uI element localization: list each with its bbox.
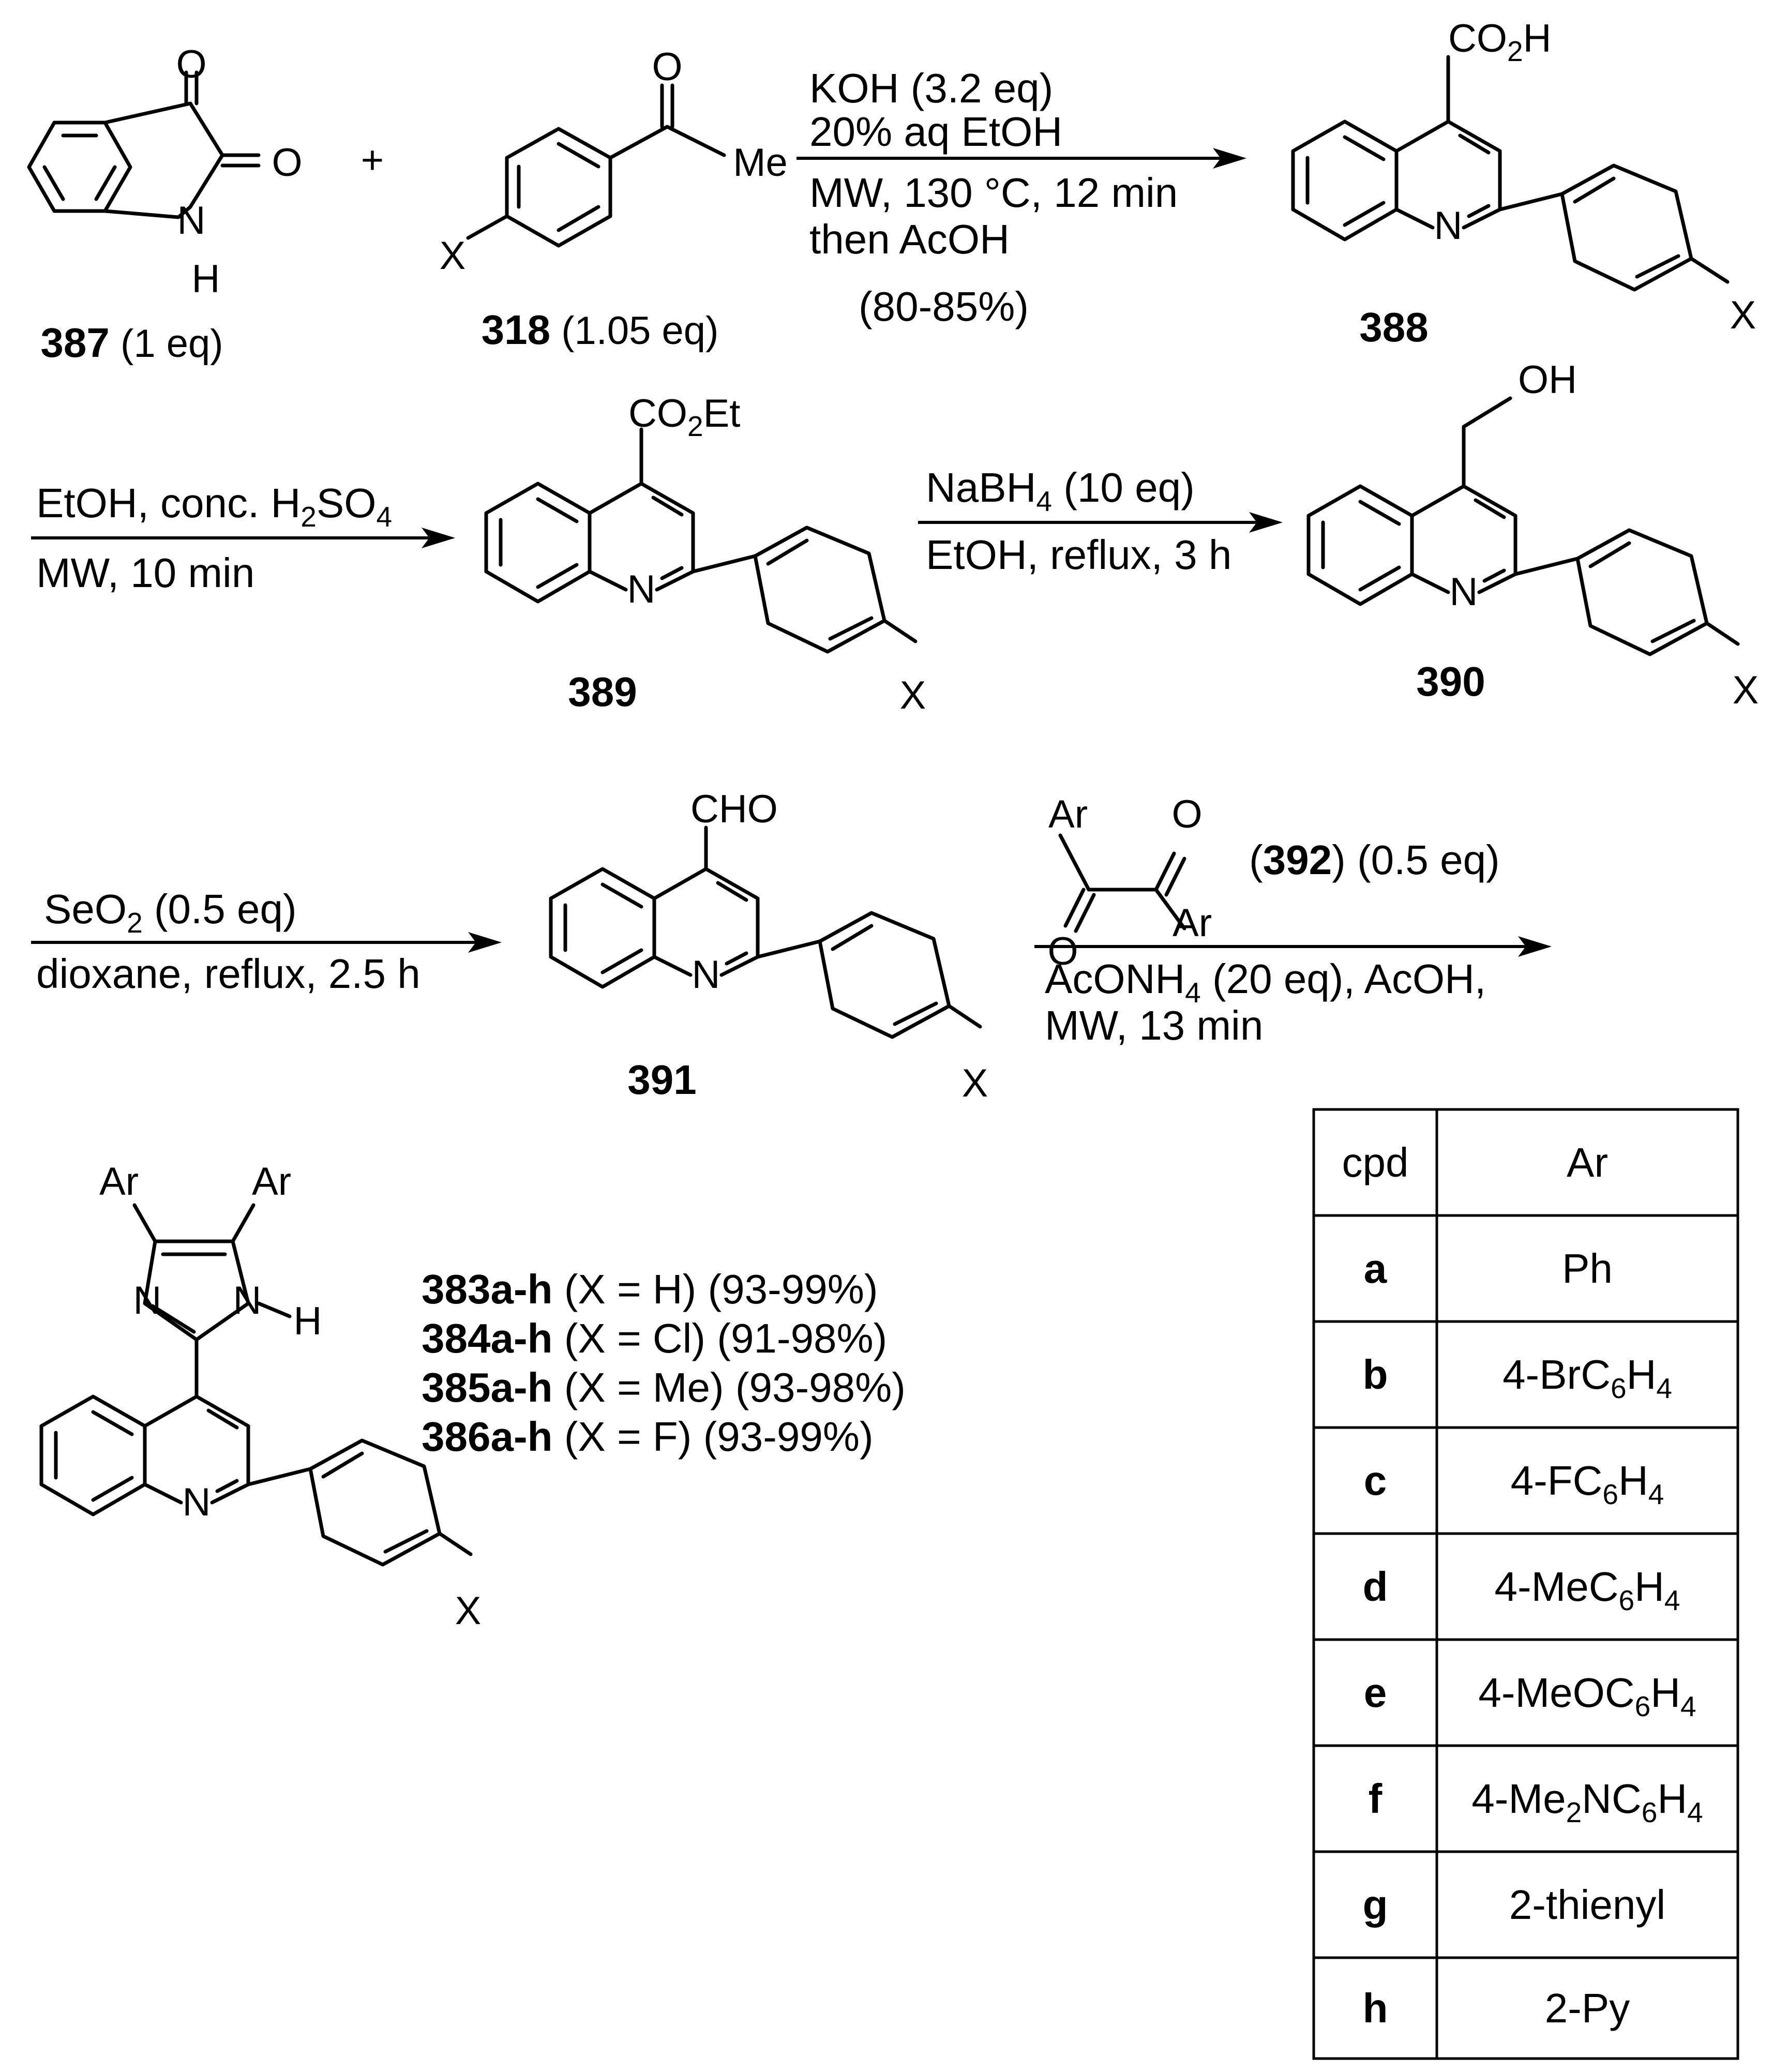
x-substituent: X	[1733, 668, 1759, 712]
product-aryl-2: Ar	[252, 1160, 291, 1204]
compound-387-isatin: O O N H	[27, 42, 303, 301]
compound-318-acetophenone: O Me X	[440, 45, 788, 278]
step5-condition-below1: AcONH4 (20 eq), AcOH,	[1045, 956, 1486, 1009]
diketone-392-structure: Ar O O Ar	[1047, 792, 1212, 973]
table-header-ar: Ar	[1567, 1139, 1608, 1185]
table-cell-cpd: d	[1363, 1564, 1388, 1610]
hydroxymethyl-group: OH	[1518, 358, 1577, 402]
table-cell-ar: 2-Py	[1545, 1985, 1630, 2031]
table-cell-cpd: f	[1369, 1776, 1383, 1822]
ethyl-ester-group: CO2Et	[628, 392, 740, 442]
step1-condition-line3: MW, 130 °C, 12 min	[809, 170, 1178, 216]
product-aryl-1: Ar	[99, 1160, 139, 1204]
step5-reagent-label: (392) (0.5 eq)	[1249, 837, 1500, 883]
table-header-cpd: cpd	[1342, 1139, 1409, 1185]
diketone-oxygen-2: O	[1047, 929, 1078, 973]
x-substituent: X	[440, 234, 466, 278]
table-cell-cpd: g	[1363, 1882, 1388, 1928]
aldehyde-group: CHO	[690, 787, 778, 831]
step5-arrow	[1034, 936, 1552, 957]
compound-318-label: 318 (1.05 eq)	[482, 307, 719, 353]
diketone-aryl-2: Ar	[1173, 901, 1212, 945]
ketone-oxygen: O	[652, 45, 682, 89]
carboxylic-acid-group: CO2H	[1448, 17, 1551, 67]
isatin-ketone-oxygen: O	[176, 42, 206, 86]
step1-yield: (80-85%)	[859, 283, 1029, 329]
compound-390-label: 390	[1416, 658, 1485, 704]
x-substituent: X	[455, 1589, 482, 1633]
step4-condition-above: SeO2 (0.5 eq)	[44, 886, 297, 939]
table-cell-ar: 4-FC6H4	[1511, 1458, 1664, 1510]
diketone-aryl-1: Ar	[1048, 792, 1088, 836]
step1-condition-line4: then AcOH	[809, 216, 1010, 262]
step3-condition-below: EtOH, reflux, 3 h	[926, 532, 1231, 578]
step2-arrow	[31, 528, 455, 548]
step1-condition-line2: 20% aq EtOH	[809, 109, 1062, 155]
product-structure: Ar Ar N N H N X	[39, 1160, 482, 1633]
imidazole-nh-hydrogen: H	[294, 1299, 322, 1343]
step4-condition-below: dioxane, reflux, 2.5 h	[36, 951, 420, 997]
step4-arrow	[31, 932, 502, 953]
ar-substituent-table: cpd Ar a Ph b 4-BrC6H4 c 4-FC6H4 d 4-MeC…	[1312, 1108, 1739, 2060]
quinoline-nitrogen: N	[183, 1480, 211, 1524]
table-cell-ar: 4-MeOC6H4	[1478, 1670, 1696, 1722]
compound-388-structure: CO2H N X	[1291, 17, 1756, 337]
isatin-amide-oxygen: O	[272, 141, 302, 185]
step3-condition-above: NaBH4 (10 eq)	[926, 464, 1195, 517]
x-substituent: X	[900, 673, 926, 717]
methyl-group: Me	[733, 141, 788, 185]
table-cell-ar: 4-Me2NC6H4	[1471, 1776, 1703, 1828]
plus-sign: +	[361, 138, 384, 182]
imidazole-nitrogen-3: N	[133, 1279, 162, 1323]
table-cell-cpd: e	[1364, 1670, 1387, 1716]
compound-387-label: 387 (1 eq)	[40, 320, 223, 366]
compound-391-structure: CHO N X	[549, 787, 988, 1105]
product-line-384: 384a-h (X = Cl) (91-98%)	[422, 1315, 887, 1361]
imidazole-nitrogen-1: N	[233, 1279, 262, 1323]
product-line-385: 385a-h (X = Me) (93-98%)	[422, 1364, 906, 1410]
table-cell-ar: Ph	[1562, 1245, 1613, 1292]
step3-arrow	[918, 512, 1283, 533]
isatin-nitrogen: N	[177, 199, 206, 243]
quinoline-nitrogen: N	[627, 567, 656, 611]
quinoline-nitrogen: N	[692, 953, 720, 997]
table-cell-cpd: h	[1363, 1985, 1388, 2031]
step1-arrow	[797, 148, 1246, 169]
compound-389-label: 389	[568, 669, 637, 715]
x-substituent: X	[1730, 293, 1756, 337]
step1-condition-line1: KOH (3.2 eq)	[809, 65, 1053, 111]
isatin-nh-hydrogen: H	[192, 257, 220, 301]
quinoline-nitrogen: N	[1434, 204, 1463, 248]
table-cell-cpd: a	[1364, 1245, 1387, 1292]
compound-389-structure: CO2Et N X	[484, 392, 926, 717]
quinoline-nitrogen: N	[1450, 570, 1478, 614]
table-cell-ar: 4-BrC6H4	[1502, 1352, 1672, 1404]
product-line-383: 383a-h (X = H) (93-99%)	[422, 1266, 878, 1312]
table-cell-cpd: b	[1363, 1352, 1388, 1398]
step2-condition-above: EtOH, conc. H2SO4	[36, 480, 392, 533]
product-line-386: 386a-h (X = F) (93-99%)	[422, 1414, 874, 1460]
x-substituent: X	[962, 1061, 988, 1105]
compound-390-structure: OH N X	[1306, 358, 1759, 712]
step2-condition-below: MW, 10 min	[36, 550, 254, 596]
compound-388-label: 388	[1359, 304, 1428, 350]
table-cell-ar: 2-thienyl	[1509, 1882, 1665, 1928]
table-cell-ar: 4-MeC6H4	[1494, 1564, 1680, 1616]
diketone-oxygen-1: O	[1171, 792, 1202, 836]
step5-condition-below2: MW, 13 min	[1045, 1002, 1263, 1048]
table-cell-cpd: c	[1364, 1458, 1387, 1504]
compound-391-label: 391	[627, 1057, 696, 1103]
